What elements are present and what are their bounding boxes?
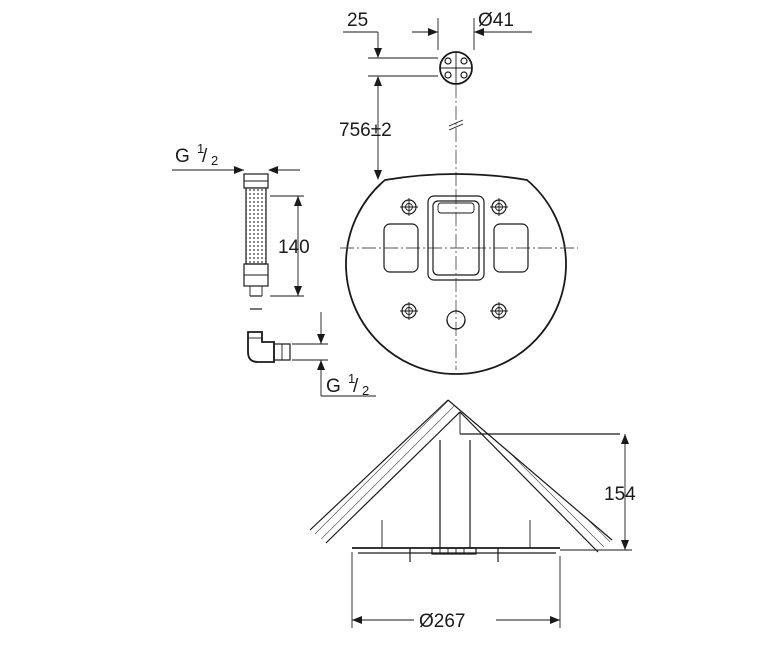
dim-hose-length: 140 xyxy=(278,237,310,258)
dim-shelf-depth: 154 xyxy=(604,484,636,505)
dim-top-diameter: Ø41 xyxy=(478,10,514,31)
corner-shelf-view: 154 Ø267 xyxy=(309,399,636,632)
thread-bottom-num: 1 xyxy=(348,371,355,386)
mounting-plate-view xyxy=(340,173,578,375)
thread-top-num: 1 xyxy=(197,141,204,156)
dim-shelf-diameter: Ø267 xyxy=(419,611,465,632)
svg-text:/: / xyxy=(353,376,359,397)
screw-bottom-right xyxy=(490,302,508,320)
thread-top-letter: G xyxy=(175,146,190,167)
dim-top-offset: 25 xyxy=(347,10,368,31)
thread-bottom-den: 2 xyxy=(362,383,369,398)
hose-view: G 1 / 2 140 xyxy=(172,141,376,398)
top-pipe-view: 25 Ø41 756±2 xyxy=(339,10,532,190)
thread-bottom-letter: G xyxy=(326,376,341,397)
svg-text:/: / xyxy=(202,146,208,167)
screw-bottom-left xyxy=(400,302,418,320)
thread-top-den: 2 xyxy=(211,153,218,168)
screw-top-right xyxy=(490,198,508,216)
dim-vertical-distance: 756±2 xyxy=(339,120,392,141)
screw-top-left xyxy=(400,198,418,216)
